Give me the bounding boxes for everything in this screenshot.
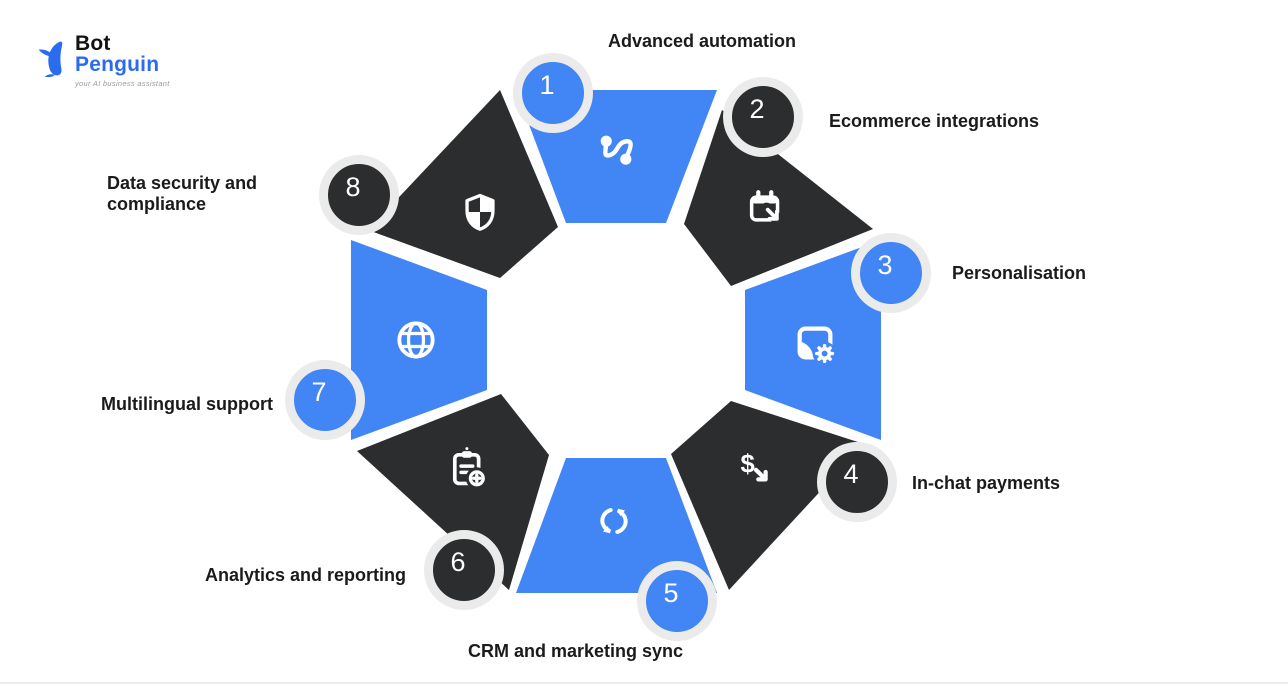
segment-5-shape [516, 458, 717, 593]
device-gear-icon [792, 320, 838, 366]
shield-icon [459, 191, 501, 233]
segment-5-label: CRM and marketing sync [468, 641, 684, 661]
globe-icon [393, 317, 439, 363]
clipboard-add-icon [446, 446, 490, 490]
svg-text:$: $ [741, 451, 755, 479]
step-number: 8 [345, 171, 361, 202]
step-number: 1 [539, 69, 555, 100]
segment-1-label: Advanced automation [608, 31, 797, 51]
segment-2-shape [684, 110, 873, 286]
logo-tagline: your AI business assistant [75, 79, 170, 88]
segment-6-label: Analytics and reporting [205, 565, 407, 585]
logo-word-penguin: Penguin [75, 53, 160, 76]
step-circle-6: 6 [424, 530, 504, 610]
step-circle-4: 4 [817, 442, 897, 522]
segment-2-label: Ecommerce integrations [829, 111, 1040, 131]
segment-8-label: Data security and compliance [107, 173, 258, 214]
step-circle-7: 7 [285, 360, 365, 440]
step-circle-2: 2 [723, 77, 803, 157]
step-number: 5 [663, 577, 679, 608]
step-number: 7 [311, 376, 327, 407]
segment-7-label: Multilingual support [101, 394, 273, 414]
penguin-logo-icon [38, 41, 63, 78]
segment-6-shape [357, 394, 549, 590]
segment-8-shape [368, 90, 558, 278]
step-number: 6 [450, 546, 466, 577]
sync-icon [594, 501, 634, 541]
payment-transfer-icon: $ [733, 446, 777, 490]
step-number: 2 [749, 93, 765, 124]
calendar-sync-icon [745, 187, 787, 229]
bottom-divider [0, 682, 1288, 684]
segment-4-shape [671, 401, 864, 590]
step-number: 3 [877, 249, 893, 280]
segment-4-label: In-chat payments [912, 473, 1061, 493]
step-circle-1: 1 [513, 53, 593, 133]
segment-7-shape [351, 240, 487, 440]
step-circle-5: 5 [637, 561, 717, 641]
step-circle-3: 3 [851, 233, 931, 313]
logo-word-bot: Bot [75, 32, 111, 55]
route-icon [594, 127, 640, 173]
step-number: 4 [843, 458, 859, 489]
botpenguin-logo: Bot Penguin your AI business assistant [38, 32, 170, 88]
segment-3-label: Personalisation [952, 263, 1087, 283]
segment-3-shape [745, 240, 881, 440]
step-circle-8: 8 [319, 155, 399, 235]
